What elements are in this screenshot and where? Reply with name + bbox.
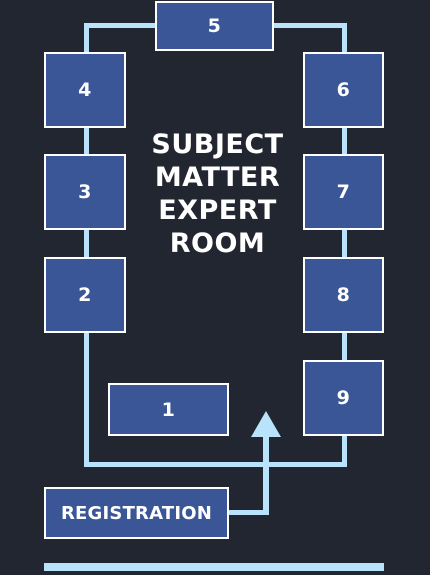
bottom-wall-line [44, 563, 384, 571]
wall-right [342, 23, 347, 467]
table-8[interactable]: 8 [303, 257, 384, 333]
entry-path-vertical [263, 435, 269, 515]
room-title-line-4: ROOM [169, 228, 266, 259]
entry-path-horizontal [228, 510, 269, 515]
table-4[interactable]: 4 [44, 52, 126, 128]
registration-desk[interactable]: REGISTRATION [44, 487, 229, 539]
table-6[interactable]: 6 [303, 52, 384, 128]
room-title-line-2: MATTER [154, 162, 281, 193]
table-7[interactable]: 7 [303, 154, 384, 230]
wall-bottom [84, 462, 347, 467]
wall-top-right [272, 23, 347, 28]
table-3[interactable]: 3 [44, 154, 126, 230]
room-title-line-1: SUBJECT [151, 129, 284, 160]
room-title: SUBJECT MATTER EXPERT ROOM [130, 128, 305, 260]
wall-left [84, 23, 89, 467]
table-1[interactable]: 1 [108, 383, 229, 436]
room-title-line-3: EXPERT [158, 195, 277, 226]
table-9[interactable]: 9 [303, 360, 384, 436]
table-2[interactable]: 2 [44, 257, 126, 333]
table-5[interactable]: 5 [155, 1, 274, 51]
entry-arrow-icon [251, 411, 281, 437]
wall-top-left [84, 23, 159, 28]
